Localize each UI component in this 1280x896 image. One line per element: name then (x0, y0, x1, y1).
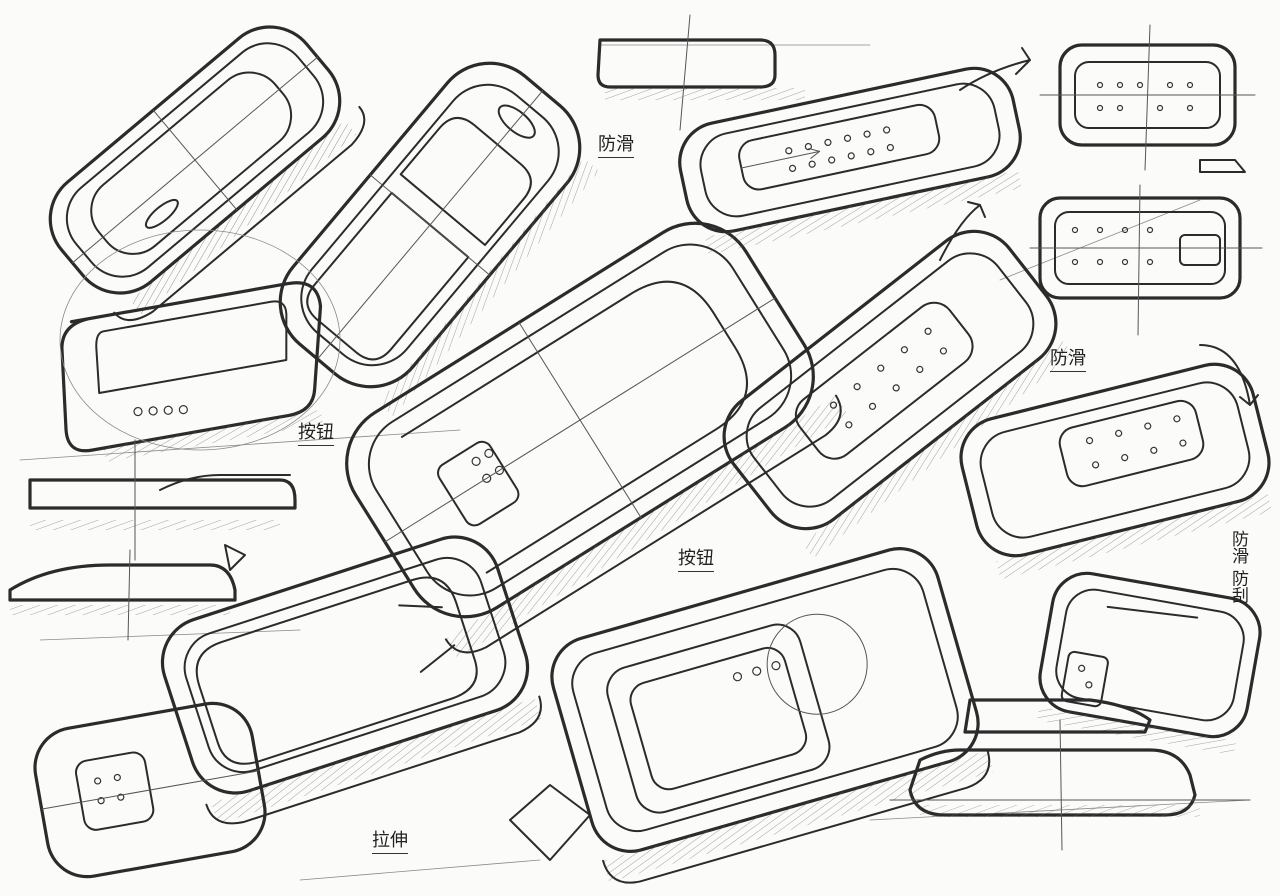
device-sketch-3 (60, 281, 323, 462)
annotation-label: 防滑 (598, 130, 634, 158)
device-profile-top (596, 14, 805, 131)
device-view-top-right (1039, 24, 1256, 173)
construction-lines (19, 44, 1251, 881)
arrow-icon (939, 201, 986, 261)
annotation-label: 防滑 (1050, 344, 1086, 372)
arrow-icon (959, 47, 1031, 91)
device-sketch-5 (678, 66, 1022, 255)
device-sketch-2 (278, 61, 600, 417)
arrow-icon (1199, 344, 1259, 406)
device-profile-left-2 (8, 549, 237, 641)
device-sketch-10 (550, 547, 994, 884)
sketch-box (509, 784, 591, 861)
device-profile-bottom-right (889, 698, 1251, 851)
device-sketch-4 (345, 221, 848, 659)
annotation-label: 拉伸 (372, 826, 408, 854)
device-profile-left-1 (28, 439, 297, 571)
construction-ellipse (59, 229, 341, 451)
device-sketch-7 (959, 362, 1273, 580)
device-sketch-9 (33, 701, 267, 879)
annotation-label: 按钮 (298, 418, 334, 446)
annotation-label: 防滑 防刮 (1228, 530, 1248, 604)
device-sketch-8 (160, 535, 542, 825)
device-sketch-1 (48, 25, 366, 322)
annotation-label: 按钮 (678, 544, 714, 572)
device-sketch-6 (722, 229, 1074, 558)
device-view-right (1029, 184, 1263, 336)
